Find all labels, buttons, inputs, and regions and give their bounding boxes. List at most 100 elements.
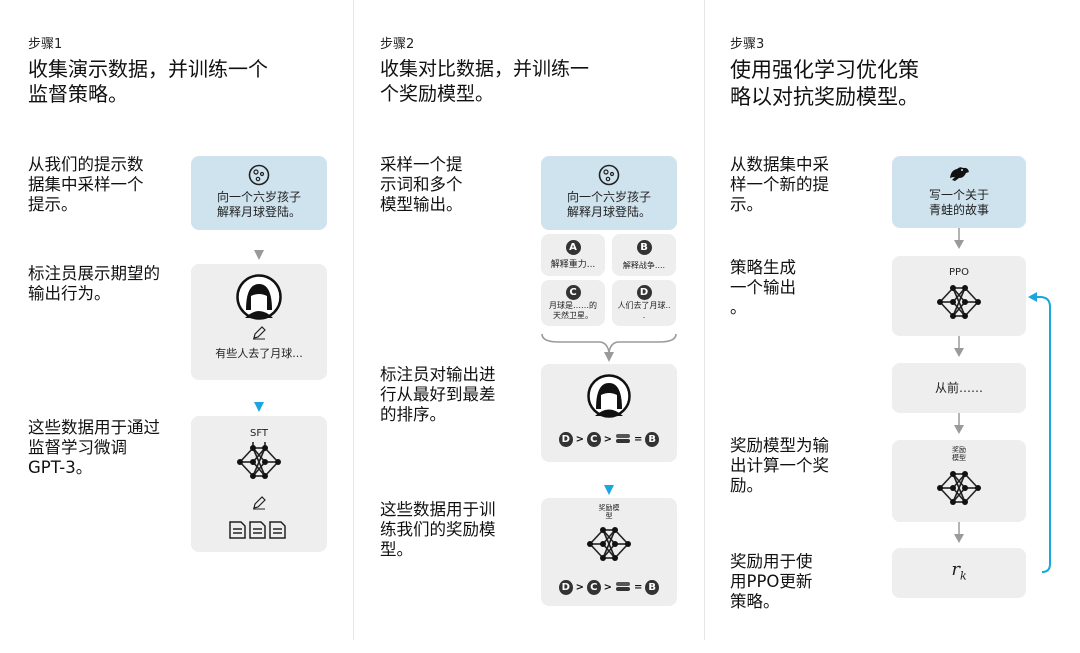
neural-network-icon	[587, 527, 631, 561]
output-text: 从前……	[934, 381, 983, 395]
sft-label: SFT	[249, 428, 269, 439]
step3-desc-update: 奖励用于使 用PPO更新 策略。	[730, 552, 813, 612]
step3-heading: 使用强化学习优化策 略以对抗奖励模型。	[730, 57, 919, 111]
prompt-line: 解释月球登陆。	[216, 205, 301, 219]
desc-line: 从数据集中采	[730, 155, 829, 174]
desc-line: 提示。	[28, 195, 78, 214]
rank-operator: >	[575, 433, 584, 445]
desc-line: 示。	[730, 195, 763, 214]
step1-desc-finetune: 这些数据用于通过 监督学习微调 GPT-3。	[28, 418, 160, 478]
rank-operator: >	[603, 581, 612, 593]
ranking-row: D > C > = B	[559, 578, 659, 596]
desc-line: 这些数据用于通过	[28, 418, 160, 437]
arrow-down-icon	[954, 522, 964, 543]
ppo-label: PPO	[949, 267, 969, 278]
output-text: 人们去了月球.. .	[612, 301, 676, 321]
desc-line: 策略。	[730, 592, 780, 611]
feedback-loop-arrow-icon	[1028, 292, 1051, 573]
prompt-line: 写一个关于	[928, 188, 989, 202]
neural-network-icon	[237, 442, 281, 479]
step2-prompt-card: 向一个六岁孩子 解释月球登陆。	[541, 156, 677, 230]
desc-line: 奖励模型为输	[730, 436, 829, 455]
rank-operator: =	[634, 433, 643, 445]
frog-icon	[950, 167, 969, 181]
desc-line: 型。	[380, 540, 413, 559]
moon-icon	[598, 164, 620, 186]
step2-label: 步骤2	[380, 37, 415, 52]
arrow-down-icon	[954, 336, 964, 357]
prompt-line: 解释月球登陆。	[566, 205, 651, 219]
labeler-avatar-icon	[587, 374, 631, 418]
neural-network-icon	[937, 471, 981, 505]
desc-line: 励。	[730, 476, 763, 495]
rm-label-line: 型	[605, 512, 613, 520]
desc-line: 练我们的奖励模	[380, 520, 496, 539]
rank-badge: D	[559, 579, 573, 595]
desc-line: 一个输出	[730, 278, 796, 297]
step2-desc-sample: 采样一个提 示词和多个 模型输出。	[380, 155, 463, 215]
prompt-line: 青蛙的故事	[928, 203, 989, 217]
desc-line: 用PPO更新	[730, 572, 813, 591]
rm-label: 奖励模 型	[541, 504, 677, 520]
rank-badge: D	[559, 431, 573, 447]
output-text-line: .	[642, 311, 646, 320]
rm-label-line: 奖励模	[598, 504, 620, 512]
stacked-outputs-icon	[616, 582, 630, 591]
step1-sft-card: SFT	[191, 416, 327, 552]
desc-line: 模型输出。	[380, 195, 463, 214]
documents-icon	[229, 521, 286, 539]
step1-heading-line: 收集演示数据，并训练一个	[28, 57, 268, 81]
prompt-line: 向一个六岁孩子	[566, 190, 651, 204]
output-text: 解释战争....	[622, 261, 666, 270]
arrow-down-icon	[604, 485, 614, 495]
rank-operator: >	[603, 433, 612, 445]
arrow-down-icon	[604, 352, 614, 362]
rank-badge: C	[587, 431, 601, 447]
output-letter-badge: C	[565, 285, 581, 300]
ranking-row: D > C > = B	[559, 430, 659, 448]
step2-heading-line: 收集对比数据，并训练一	[380, 58, 590, 80]
step3-heading-line: 略以对抗奖励模型。	[730, 85, 919, 109]
desc-line: 奖励用于使	[730, 552, 813, 571]
arrow-down-icon	[954, 413, 964, 434]
rm-label-line: 奖励	[952, 446, 966, 454]
desc-line: 这些数据用于训	[380, 500, 496, 519]
desc-line: 行从最好到最差	[380, 385, 496, 404]
step3-heading-line: 使用强化学习优化策	[730, 58, 919, 82]
step1-desc-demonstrate: 标注员展示期望的 输出行为。	[28, 264, 160, 304]
desc-line: 出计算一个奖	[730, 456, 829, 475]
desc-line: 策略生成	[730, 258, 796, 277]
output-letter-badge: B	[636, 240, 652, 255]
prompt-text: 向一个六岁孩子 解释月球登陆。	[191, 190, 327, 220]
desc-line: GPT-3。	[28, 458, 93, 477]
output-letter-badge: A	[565, 240, 581, 255]
reward-symbol: r	[951, 559, 960, 580]
labeler-avatar-icon	[236, 274, 282, 320]
prompt-text: 写一个关于 青蛙的故事	[892, 188, 1026, 218]
output-letter-badge: D	[636, 285, 652, 300]
step1-heading-line: 监督策略。	[28, 82, 128, 106]
prompt-text: 向一个六岁孩子 解释月球登陆。	[541, 190, 677, 220]
step1-labeler-card: 有些人去了月球...	[191, 264, 327, 380]
rank-badge: B	[645, 579, 659, 595]
desc-line: 。	[730, 298, 747, 317]
reward-value: rk	[892, 559, 1026, 584]
reward-subscript: k	[959, 569, 967, 583]
moon-icon	[248, 164, 270, 186]
output-card-c: C 月球是……的 天然卫星。	[541, 280, 605, 326]
rank-operator: >	[575, 581, 584, 593]
step2-desc-rank: 标注员对输出进 行从最好到最差 的排序。	[380, 365, 496, 425]
desc-line: 采样一个提	[380, 155, 463, 174]
desc-line: 监督学习微调	[28, 438, 127, 457]
step1-desc-sample: 从我们的提示数 据集中采样一个 提示。	[28, 155, 144, 215]
rm-label-line: 模型	[952, 454, 966, 462]
step1-label: 步骤1	[28, 37, 63, 52]
step2-heading-line: 个奖励模型。	[380, 83, 495, 105]
step2-reward-model-card: 奖励模 型 D > C > = B	[541, 498, 677, 606]
step1-heading: 收集演示数据，并训练一个 监督策略。	[28, 57, 268, 107]
output-text-line: 月球是……的	[549, 301, 597, 310]
output-card-d: D 人们去了月球.. .	[612, 280, 676, 326]
stacked-outputs-icon	[616, 434, 630, 443]
arrow-down-icon	[954, 228, 964, 249]
output-text-line: 天然卫星。	[553, 311, 593, 320]
